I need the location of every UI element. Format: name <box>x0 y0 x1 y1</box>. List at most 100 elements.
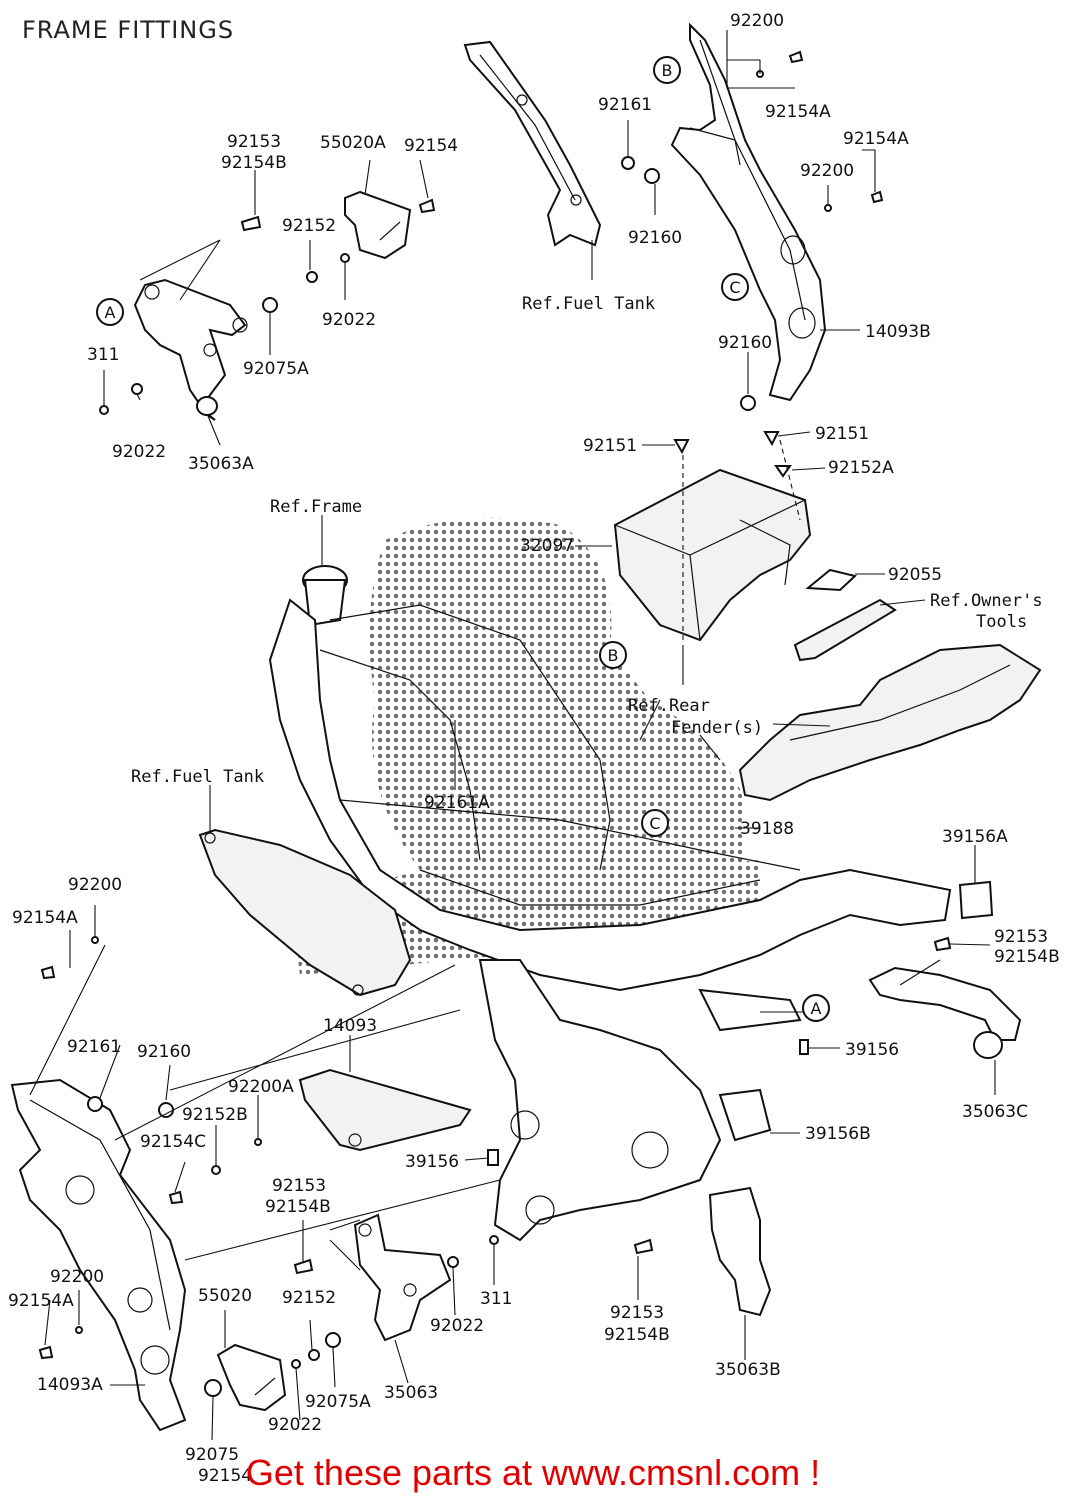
part-label: 32097 <box>520 536 574 556</box>
part-label: 92154B <box>221 153 287 173</box>
part-label: 92200 <box>800 161 854 181</box>
footpeg-bracket-35063 <box>291 1213 499 1369</box>
part-label: 92022 <box>322 310 376 330</box>
battery-case-32097 <box>613 431 812 642</box>
callout-circle-A-frame: A <box>802 994 830 1022</box>
part-label: 92075A <box>243 359 309 379</box>
part-label: 92160 <box>628 228 682 248</box>
ref-label: Ref.Frame <box>270 497 362 517</box>
part-label: 92161A <box>424 793 490 813</box>
fasteners-top-right <box>621 50 884 411</box>
cover-14093 <box>298 1068 472 1152</box>
part-label: 39156 <box>845 1040 899 1060</box>
part-label: 92152B <box>182 1105 248 1125</box>
part-label: 92154 <box>404 136 458 156</box>
callout-circle-B-top: B <box>653 56 681 84</box>
part-label: 92161 <box>598 95 652 115</box>
part-label: 92075 <box>185 1445 239 1465</box>
ref-label: Ref.Fuel Tank <box>131 767 264 787</box>
heel-guard-55020 <box>216 1343 287 1412</box>
part-label: 39156B <box>805 1124 871 1144</box>
part-label: 92152A <box>828 458 894 478</box>
part-label: 92154A <box>765 102 831 122</box>
owners-tools-and-strap <box>793 568 897 662</box>
footer-link-banner[interactable]: Get these parts at www.cmsnl.com ! <box>245 1452 821 1493</box>
part-label: 92152 <box>282 1288 336 1308</box>
ref-label: Ref.Fuel Tank <box>522 294 655 314</box>
part-label: 35063 <box>384 1383 438 1403</box>
sticker-39156A <box>958 880 994 920</box>
part-label: 55020 <box>198 1286 252 1306</box>
footpeg-bracket-35063C <box>868 936 1022 1059</box>
part-label: 92153 <box>227 132 281 152</box>
part-label: 92200A <box>228 1077 294 1097</box>
part-label: 92154A <box>843 129 909 149</box>
heel-guard-55020A <box>344 190 436 260</box>
part-label: 92160 <box>137 1042 191 1062</box>
ref-label: Ref.Owner's <box>930 591 1043 611</box>
frame-cover-14093A <box>10 1078 187 1432</box>
callout-letter: C <box>729 278 740 297</box>
callout-letter: A <box>811 999 822 1018</box>
part-label: 35063A <box>188 454 254 474</box>
fasteners-left <box>38 936 262 1397</box>
part-label: 35063B <box>715 1360 781 1380</box>
part-label: 92022 <box>430 1316 484 1336</box>
part-label: 92154A <box>12 908 78 928</box>
callout-circle-B-frame: B <box>599 641 627 669</box>
part-label: 92161 <box>67 1037 121 1057</box>
part-label: 92200 <box>68 875 122 895</box>
part-label: 92200 <box>50 1267 104 1287</box>
callout-letter: B <box>662 61 673 80</box>
part-label: 92154B <box>994 947 1060 967</box>
part-label: 92154 <box>198 1466 252 1486</box>
part-label: 92152 <box>282 216 336 236</box>
page-title: FRAME FITTINGS <box>22 16 235 44</box>
part-label: 311 <box>87 345 119 365</box>
part-label: 92154B <box>265 1197 331 1217</box>
callout-letter: B <box>608 646 619 665</box>
ref-label: Tools <box>976 612 1027 632</box>
part-label: 92154A <box>8 1291 74 1311</box>
part-label: 92022 <box>268 1415 322 1435</box>
footpeg-bracket-35063B <box>633 1186 772 1317</box>
frame-cover-14093B <box>670 22 827 402</box>
callout-circle-C-top: C <box>721 273 749 301</box>
part-label: 39188 <box>740 819 794 839</box>
part-label: 39156A <box>942 827 1008 847</box>
callout-letter: C <box>649 814 660 833</box>
part-label: 39156 <box>405 1152 459 1172</box>
footpeg-bracket-35063A <box>99 215 350 421</box>
part-label: 14093A <box>37 1375 103 1395</box>
part-label: 92153 <box>272 1176 326 1196</box>
watermark-logo <box>290 517 760 975</box>
callout-letter: A <box>105 303 116 322</box>
part-label: 92200 <box>730 11 784 31</box>
callout-circle-A-top: A <box>96 298 124 326</box>
part-label: 35063C <box>962 1102 1028 1122</box>
part-label: 92055 <box>888 565 942 585</box>
part-number-labels: 92200 92154A 92161 92160 92154A 92200 14… <box>8 11 1060 1486</box>
part-label: 92151 <box>583 436 637 456</box>
part-label: 92154C <box>140 1132 206 1152</box>
part-label: 92075A <box>305 1392 371 1412</box>
part-label: 92151 <box>815 424 869 444</box>
part-label: 55020A <box>320 133 386 153</box>
part-label: 311 <box>480 1289 512 1309</box>
part-label: 92153 <box>994 927 1048 947</box>
part-label: 14093 <box>323 1016 377 1036</box>
fuel-tank-side-panel-left <box>198 828 412 997</box>
rear-fender-part <box>738 643 1042 802</box>
part-label: 14093B <box>865 322 931 342</box>
callout-circle-C-frame: C <box>641 809 669 837</box>
part-label: 92154B <box>604 1325 670 1345</box>
part-label: 92022 <box>112 442 166 462</box>
reference-labels: Ref.Fuel Tank Ref.Frame Ref.Owner's Tool… <box>131 294 1043 787</box>
ref-label: Fender(s) <box>671 718 763 738</box>
part-label: 92160 <box>718 333 772 353</box>
ref-label: Ref.Rear <box>628 696 710 716</box>
fuel-tank-bracket-top <box>463 40 602 247</box>
part-label: 92153 <box>610 1303 664 1323</box>
